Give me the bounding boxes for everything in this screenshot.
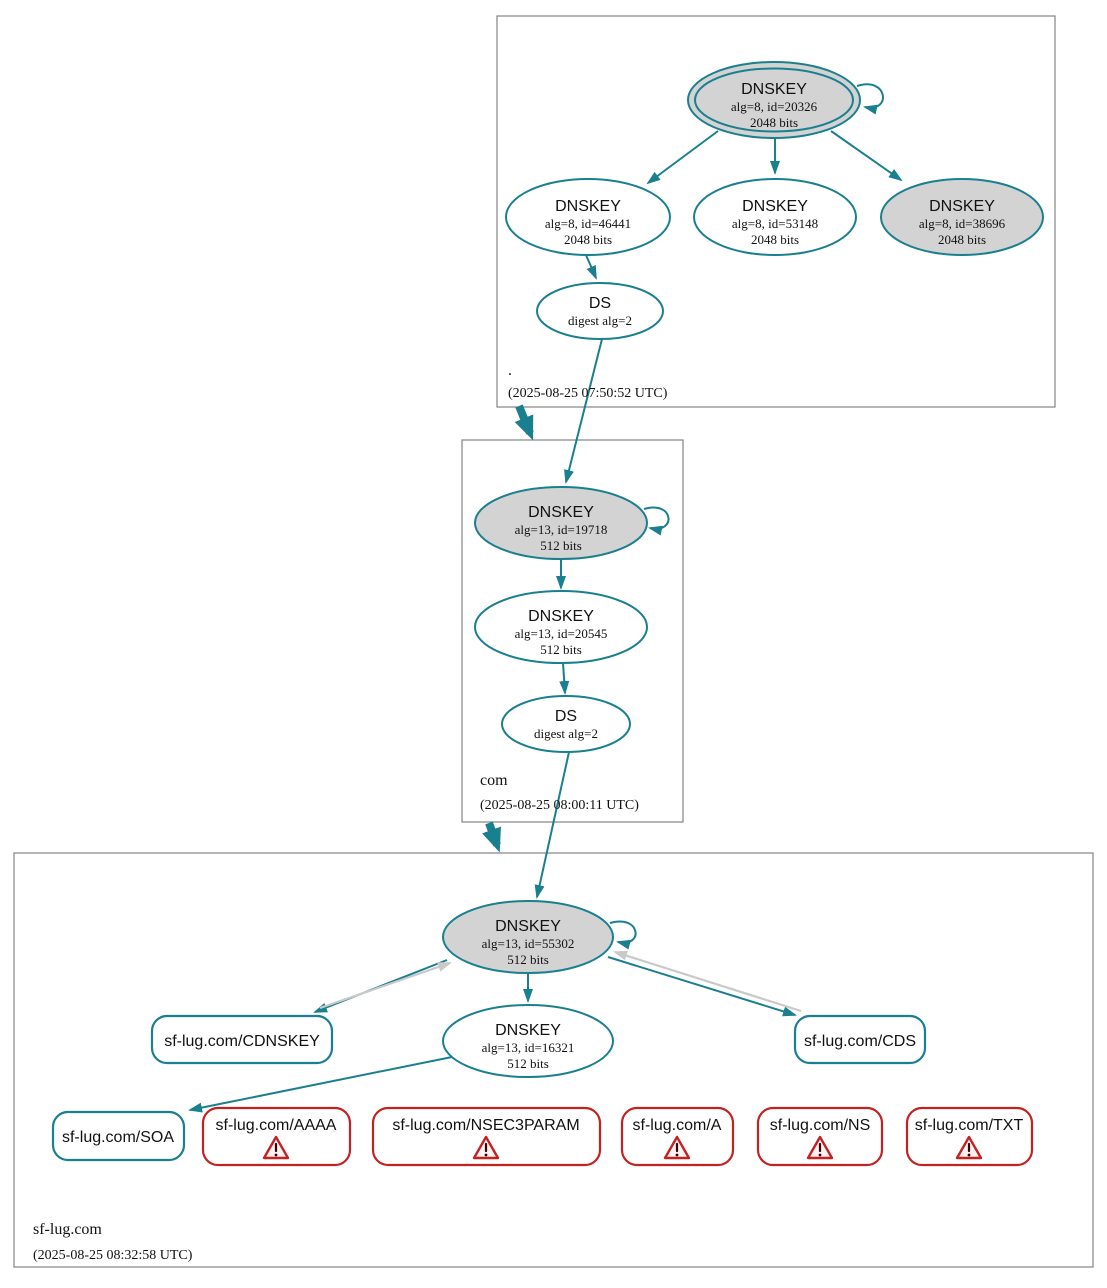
node-sflug-cds: sf-lug.com/CDS (793, 1014, 927, 1065)
node-sflug-txt: sf-lug.com/TXT (905, 1106, 1034, 1167)
root-ksk-detail2: 2048 bits (750, 115, 798, 130)
node-root-ksk2: DNSKEY alg=8, id=38696 2048 bits (880, 178, 1044, 256)
node-root-zsk2: DNSKEY alg=8, id=53148 2048 bits (693, 178, 857, 256)
com-ksk-detail1: alg=13, id=19718 (515, 522, 608, 537)
zone-label-root: . (508, 362, 512, 379)
root-zsk1-detail1: alg=8, id=46441 (545, 216, 631, 231)
zone-label-sflug: sf-lug.com (33, 1221, 102, 1238)
root-ksk-title: DNSKEY (741, 81, 807, 98)
edge-sflug-zsk-to-soa (188, 1056, 453, 1113)
root-zsk2-detail2: 2048 bits (751, 232, 799, 247)
com-ksk-title: DNSKEY (528, 504, 594, 521)
sflug-ns-label: sf-lug.com/NS (770, 1117, 870, 1134)
edge-root-ksk-to-ksk2 (830, 130, 903, 182)
zone-box-root (496, 15, 1056, 408)
edge-com-zsk-to-ds (559, 662, 570, 695)
warning-icon (955, 1135, 983, 1160)
warning-icon (806, 1135, 834, 1160)
edge-root-ksk-selfsign (856, 83, 884, 115)
edge-delegation-com-to-sflug (482, 821, 501, 853)
node-com-ksk: DNSKEY alg=13, id=19718 512 bits (474, 486, 648, 560)
sflug-cdnskey-label: sf-lug.com/CDNSKEY (164, 1033, 320, 1050)
node-sflug-cdnskey: sf-lug.com/CDNSKEY (150, 1014, 334, 1065)
sflug-txt-label: sf-lug.com/TXT (915, 1117, 1024, 1134)
edge-com-ds-to-sflug-ksk (534, 751, 570, 899)
edge-root-ksk-to-zsk1 (646, 130, 719, 185)
zone-timestamp-sflug: (2025-08-25 08:32:58 UTC) (33, 1248, 193, 1263)
edge-sflug-ksk-to-cds (607, 956, 797, 1017)
zone-label-com: com (480, 772, 508, 789)
node-root-ksk: DNSKEY alg=8, id=20326 2048 bits (687, 61, 861, 139)
node-sflug-nsec3param: sf-lug.com/NSEC3PARAM (371, 1106, 602, 1167)
edge-root-zsk1-to-ds (585, 254, 597, 280)
sflug-cds-label: sf-lug.com/CDS (804, 1033, 916, 1050)
com-zsk-title: DNSKEY (528, 608, 594, 625)
warning-icon (262, 1135, 290, 1160)
node-com-zsk: DNSKEY alg=13, id=20545 512 bits (474, 590, 648, 664)
root-ksk2-detail1: alg=8, id=38696 (919, 216, 1006, 231)
root-ksk-detail1: alg=8, id=20326 (731, 99, 818, 114)
node-sflug-a: sf-lug.com/A (620, 1106, 735, 1167)
node-sflug-soa: sf-lug.com/SOA (51, 1110, 186, 1162)
sflug-zsk-detail2: 512 bits (507, 1056, 549, 1071)
com-ksk-detail2: 512 bits (540, 538, 582, 553)
root-zsk2-detail1: alg=8, id=53148 (732, 216, 818, 231)
root-zsk2-title: DNSKEY (742, 198, 808, 215)
com-zsk-detail2: 512 bits (540, 642, 582, 657)
edge-delegation-root-to-com (514, 404, 534, 441)
edge-sflug-ksk-selfsign (609, 920, 637, 950)
node-com-ds: DS digest alg=2 (501, 695, 631, 753)
node-root-ds: DS digest alg=2 (536, 282, 664, 340)
sflug-ksk-title: DNSKEY (495, 918, 561, 935)
warning-icon (663, 1135, 691, 1160)
root-ds-title: DS (589, 295, 611, 312)
com-ds-detail1: digest alg=2 (534, 726, 598, 741)
sflug-soa-label: sf-lug.com/SOA (62, 1129, 174, 1146)
node-sflug-aaaa: sf-lug.com/AAAA (201, 1106, 352, 1167)
root-zsk1-detail2: 2048 bits (564, 232, 612, 247)
sflug-a-label: sf-lug.com/A (633, 1117, 722, 1134)
com-zsk-detail1: alg=13, id=20545 (515, 626, 608, 641)
root-ksk2-detail2: 2048 bits (938, 232, 986, 247)
root-ksk2-title: DNSKEY (929, 198, 995, 215)
sflug-zsk-detail1: alg=13, id=16321 (482, 1040, 575, 1055)
zone-box-com (461, 439, 684, 823)
edge-sflug-cdnskey-to-ksk-gray (319, 961, 452, 1010)
com-ds-title: DS (555, 708, 577, 725)
warning-icon (472, 1135, 500, 1160)
zone-box-sflug (13, 852, 1094, 1268)
sflug-aaaa-label: sf-lug.com/AAAA (216, 1117, 337, 1134)
edge-sflug-cds-to-ksk-gray (613, 950, 802, 1013)
node-sflug-ksk: DNSKEY alg=13, id=55302 512 bits (442, 900, 614, 974)
zone-timestamp-com: (2025-08-25 08:00:11 UTC) (480, 798, 639, 813)
node-sflug-ns: sf-lug.com/NS (756, 1106, 884, 1167)
node-sflug-zsk: DNSKEY alg=13, id=16321 512 bits (442, 1004, 614, 1078)
sflug-ksk-detail1: alg=13, id=55302 (482, 936, 575, 951)
sflug-nsec3param-label: sf-lug.com/NSEC3PARAM (392, 1117, 579, 1134)
root-zsk1-title: DNSKEY (555, 198, 621, 215)
root-ds-detail1: digest alg=2 (568, 313, 632, 328)
zone-timestamp-root: (2025-08-25 07:50:52 UTC) (508, 386, 668, 401)
sflug-ksk-detail2: 512 bits (507, 952, 549, 967)
sflug-zsk-title: DNSKEY (495, 1022, 561, 1039)
edge-com-ksk-selfsign (643, 506, 670, 536)
node-root-zsk1: DNSKEY alg=8, id=46441 2048 bits (505, 178, 671, 256)
edge-root-ds-to-com-ksk (564, 338, 603, 484)
